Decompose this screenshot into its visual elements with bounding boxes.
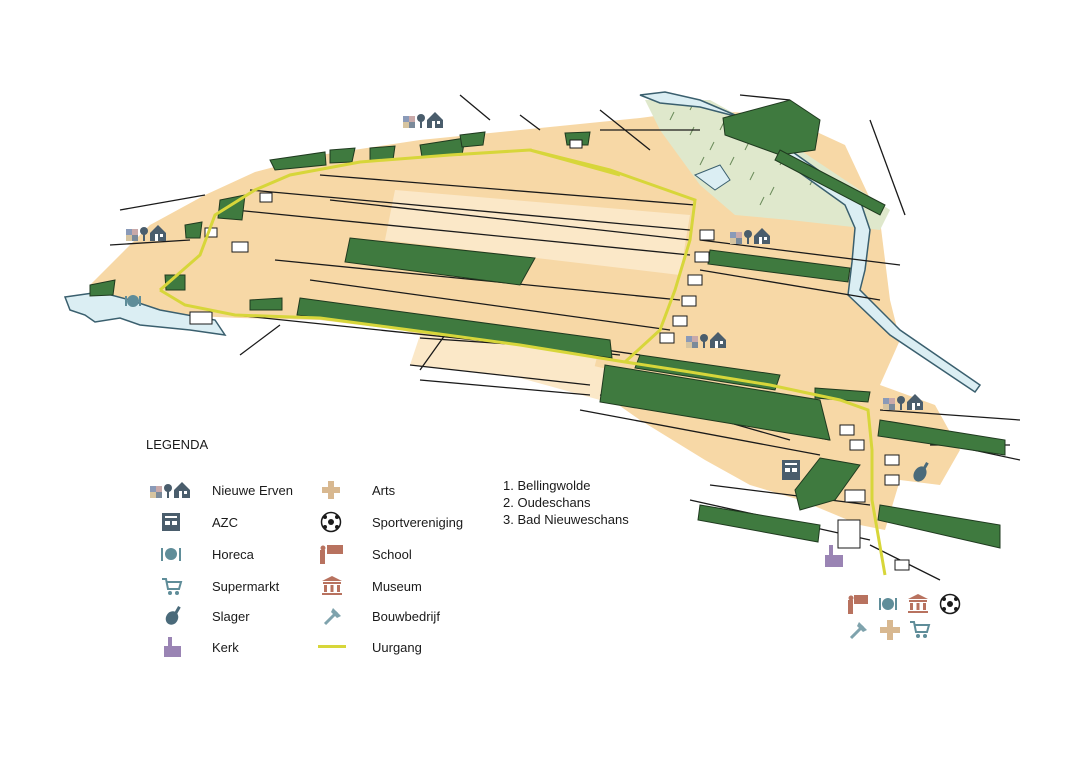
place-list-item: 3. Bad Nieuweschans xyxy=(503,512,629,527)
bouwbedrijf-icon xyxy=(310,606,354,626)
place-list: 1. Bellingwolde 2. Oudeschans 3. Bad Nie… xyxy=(503,477,629,528)
place-list-item: 2. Oudeschans xyxy=(503,495,591,510)
school-icon xyxy=(848,595,868,614)
legend-label: Arts xyxy=(372,482,396,498)
legend-item-supermarkt: Supermarkt xyxy=(150,576,279,596)
supermarkt-icon xyxy=(910,621,931,638)
legend-label: Nieuwe Erven xyxy=(212,482,293,498)
legend-item-museum: Museum xyxy=(310,576,422,596)
water-pond xyxy=(693,164,731,191)
museum-icon xyxy=(908,594,928,613)
sportvereniging-icon xyxy=(310,511,354,533)
legend-label: Bouwbedrijf xyxy=(372,608,440,624)
legend-item-arts: Arts xyxy=(310,480,395,500)
legend-label: Supermarkt xyxy=(212,578,280,594)
museum-icon xyxy=(310,576,354,596)
azc-icon xyxy=(782,460,800,480)
legend-label: Sportvereniging xyxy=(372,514,464,530)
slager-icon xyxy=(150,606,194,626)
legend-label: School xyxy=(372,546,412,562)
bouwbedrijf-icon xyxy=(849,622,867,640)
kerk-icon xyxy=(150,637,194,657)
horeca-icon xyxy=(150,544,194,564)
legend-label: Slager xyxy=(212,608,250,624)
slager-icon xyxy=(913,462,929,482)
place-list-item: 1. Bellingwolde xyxy=(503,478,591,493)
arts-icon xyxy=(880,620,900,640)
legend-item-uurgang: Uurgang xyxy=(310,637,422,657)
field-light xyxy=(385,190,690,275)
legend-item-horeca: Horeca xyxy=(150,544,254,564)
horeca-icon xyxy=(125,295,141,307)
legend-item-nieuwe-erven: Nieuwe Erven xyxy=(150,480,293,500)
nieuwe-erven-icon xyxy=(403,112,443,128)
tree-rows xyxy=(89,99,1006,549)
sportvereniging-icon xyxy=(939,593,961,615)
school-icon xyxy=(310,544,354,564)
horeca-icon xyxy=(879,598,897,610)
legend-label: Horeca xyxy=(212,546,254,562)
water-river xyxy=(780,148,982,394)
legend-item-azc: AZC xyxy=(150,512,238,532)
azc-icon xyxy=(150,512,194,532)
legend-item-school: School xyxy=(310,544,412,564)
legend-item-slager: Slager xyxy=(150,606,250,626)
route-uurgang xyxy=(159,148,887,576)
marsh-area xyxy=(645,100,890,230)
legend-label: Museum xyxy=(372,578,422,594)
nieuwe-erven-icon xyxy=(150,480,194,500)
kerk-icon xyxy=(825,545,843,567)
legend-item-bouwbedrijf: Bouwbedrijf xyxy=(310,606,440,626)
arts-icon xyxy=(310,480,354,500)
legend-title: LEGENDA xyxy=(146,437,209,452)
supermarkt-icon xyxy=(150,576,194,596)
legend-label: AZC xyxy=(212,514,238,530)
legend-label: Uurgang xyxy=(372,639,422,655)
legend-item-sportvereniging: Sportvereniging xyxy=(310,511,464,533)
legend-item-kerk: Kerk xyxy=(150,637,239,657)
uurgang-line-icon xyxy=(310,637,354,657)
legend-label: Kerk xyxy=(212,639,239,655)
